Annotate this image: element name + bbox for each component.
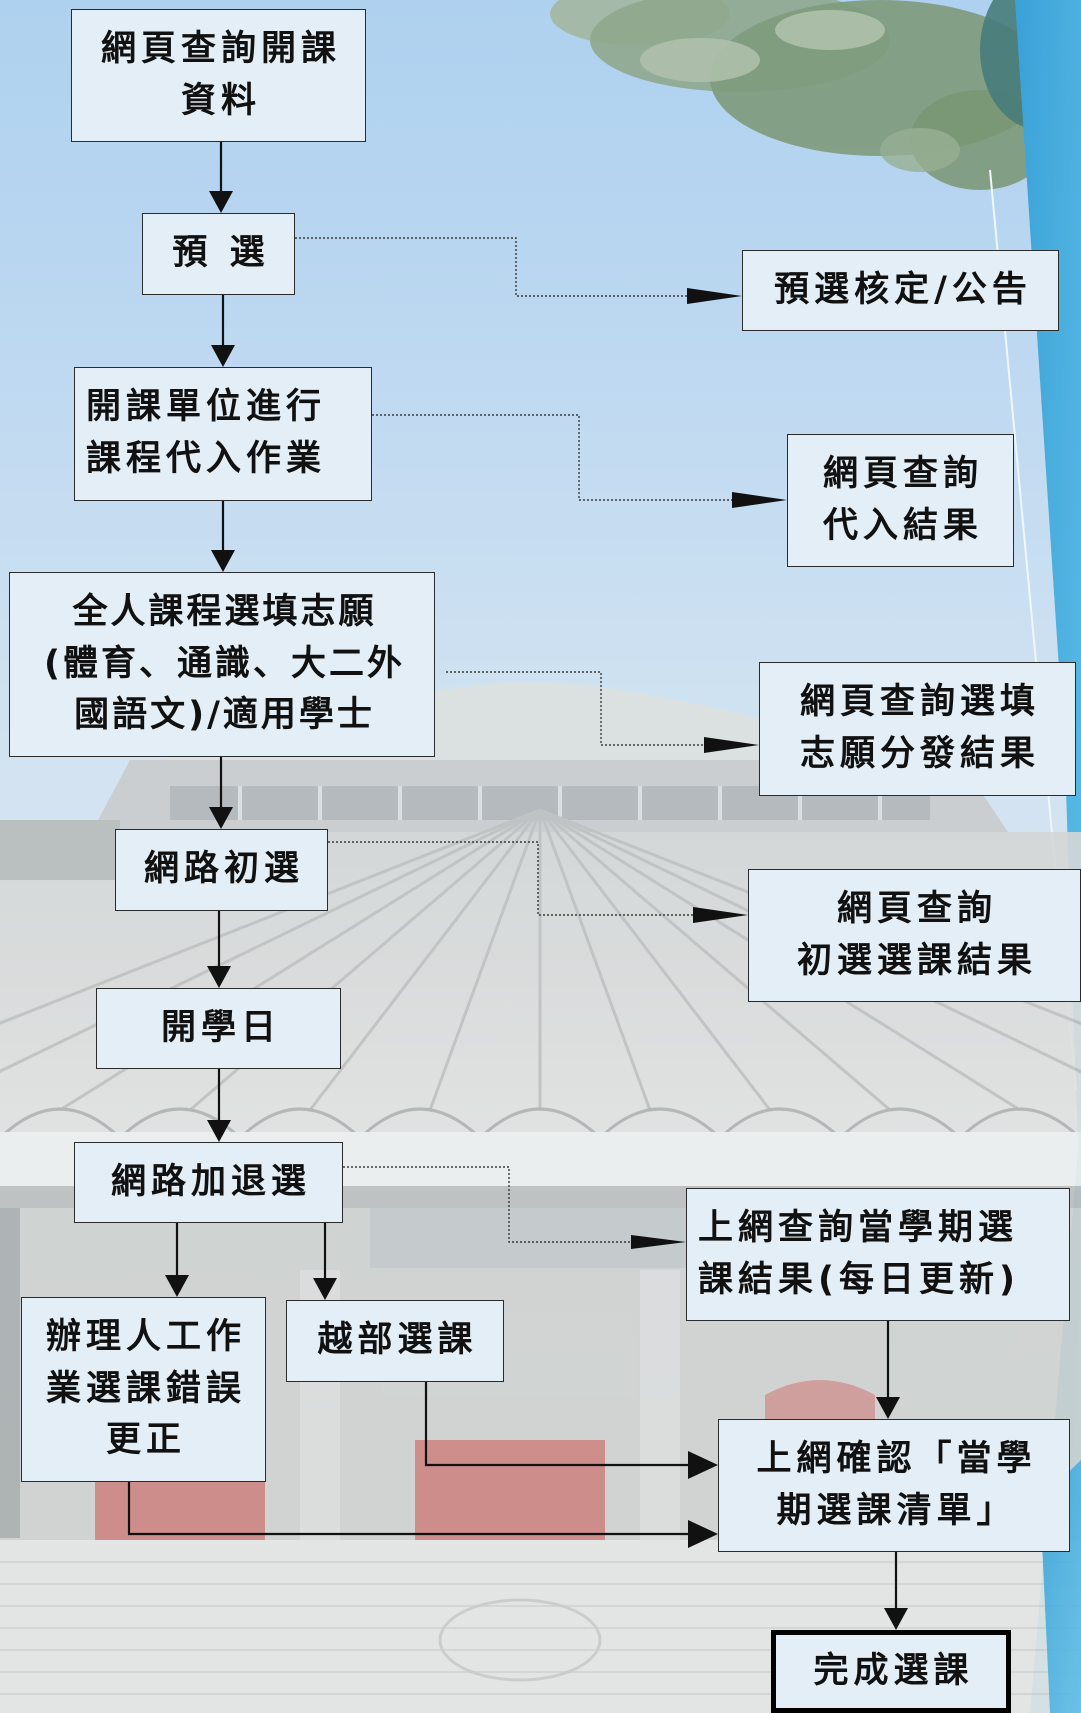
node-label-line: 國語文)/適用學士	[74, 695, 375, 736]
node-label-line: 開學日	[160, 1007, 281, 1048]
node-cross-division-selection: 越部選課	[286, 1300, 504, 1382]
node-label-line: 辦理人工作	[45, 1316, 246, 1357]
node-query-semester-result: 上網查詢當學期選 課結果(每日更新)	[686, 1188, 1070, 1321]
node-label-line: 預 選	[172, 233, 270, 274]
node-label-line: 課程代入作業	[86, 439, 327, 479]
node-preselection-approval: 預選核定/公告	[742, 250, 1059, 331]
node-label-line: 資料	[180, 80, 261, 121]
node-label-line: 網頁查詢開課	[100, 28, 341, 69]
node-label-line: 網路初選	[143, 849, 304, 890]
node-label-line: 課結果(每日更新)	[698, 1259, 1020, 1300]
node-label-line: 初選選課結果	[796, 940, 1037, 981]
node-confirm-course-list: 上網確認「當學 期選課清單」	[718, 1419, 1070, 1552]
node-label-line: 越部選課	[317, 1320, 478, 1361]
node-label-line: 全人課程選填志願	[72, 591, 377, 632]
node-selection-complete: 完成選課	[771, 1630, 1011, 1713]
node-online-add-drop: 網路加退選	[74, 1142, 343, 1223]
node-manual-error-correction: 辦理人工作 業選課錯誤 更正	[21, 1297, 266, 1482]
node-query-initial-result: 網頁查詢 初選選課結果	[748, 869, 1081, 1002]
node-label-line: 網頁查詢選填	[799, 682, 1040, 723]
node-label-line: 代入結果	[822, 505, 983, 546]
node-query-preference-result: 網頁查詢選填 志願分發結果	[759, 662, 1076, 796]
node-label-line: 志願分發結果	[799, 734, 1040, 774]
node-label-line: 網路加退選	[110, 1161, 311, 1202]
node-preference-selection: 全人課程選填志願 (體育、通識、大二外 國語文)/適用學士	[9, 572, 435, 757]
node-label-line: 業選課錯誤	[45, 1368, 246, 1409]
node-online-initial-selection: 網路初選	[115, 829, 328, 911]
node-preselection: 預 選	[142, 213, 295, 295]
node-label-line: 完成選課	[813, 1650, 974, 1691]
node-label-line: 更正	[105, 1420, 186, 1461]
node-label-line: 網頁查詢	[836, 888, 997, 929]
node-unit-course-import: 開課單位進行 課程代入作業	[74, 367, 372, 501]
node-query-import-result: 網頁查詢 代入結果	[787, 434, 1014, 567]
node-label-line: 開課單位進行	[86, 387, 327, 428]
node-label-line: 期選課清單」	[776, 1490, 1017, 1531]
right-blue-band	[1015, 0, 1081, 1713]
node-label-line: (體育、通識、大二外	[44, 643, 405, 684]
node-semester-start: 開學日	[96, 988, 341, 1069]
node-label-line: 預選核定/公告	[774, 269, 1032, 310]
node-label-line: 上網確認「當學	[756, 1438, 1037, 1479]
node-label-line: 網頁查詢	[822, 453, 983, 494]
node-query-course-data: 網頁查詢開課 資料	[71, 9, 366, 142]
node-label-line: 上網查詢當學期選	[698, 1207, 1019, 1248]
